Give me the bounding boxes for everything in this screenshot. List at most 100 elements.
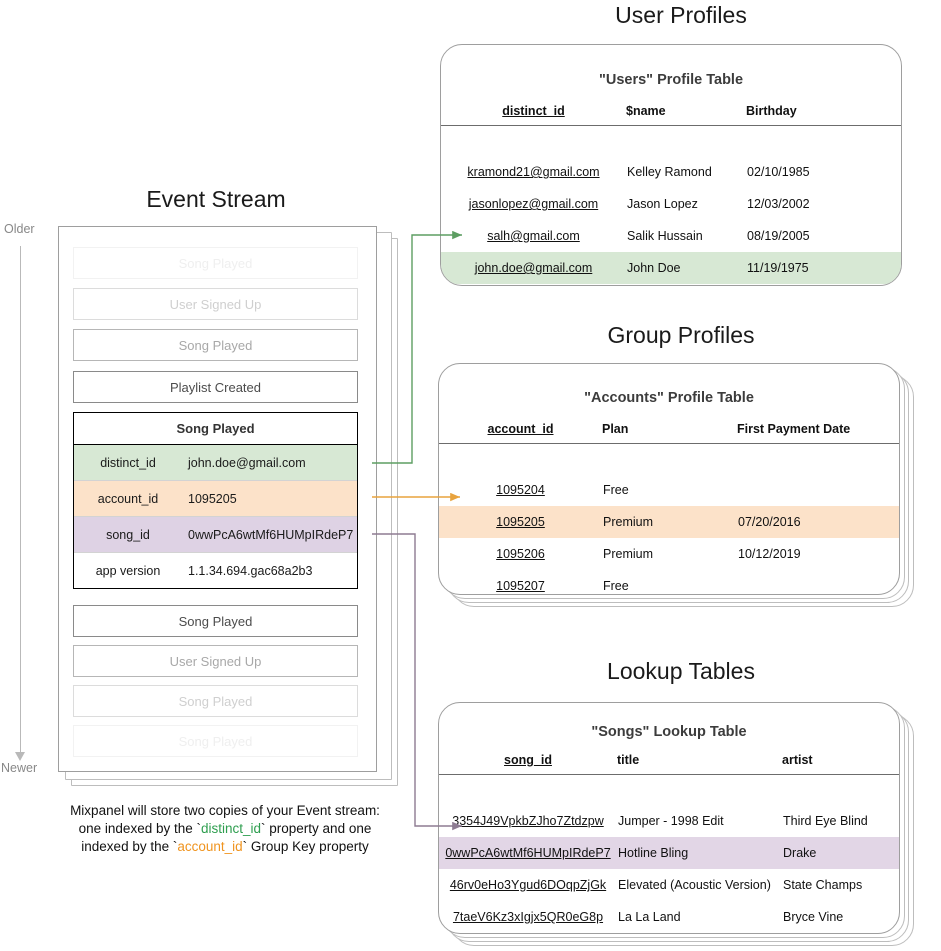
property-value: 1.1.34.694.gac68a2b3 — [188, 563, 313, 578]
caption-account-id-key: account_id — [177, 839, 243, 854]
event-stream-heading: Event Stream — [146, 186, 286, 212]
event-property-distinct-id: distinct_id john.doe@gmail.com — [74, 445, 357, 481]
event-item[interactable]: Song Played — [73, 247, 358, 279]
cell-title: Jumper - 1998 Edit — [618, 814, 724, 828]
cell-account-id: 1095206 — [496, 547, 545, 561]
event-item[interactable]: User Signed Up — [73, 645, 358, 677]
cell-distinct-id: salh@gmail.com — [487, 229, 580, 243]
table-row[interactable]: 1095207 Free — [439, 570, 899, 594]
property-value: 1095205 — [188, 491, 237, 506]
user-profiles-card: "Users" Profile Table distinct_id $name … — [440, 44, 902, 286]
cell-first-payment-date — [737, 570, 899, 594]
event-item[interactable]: Song Played — [73, 605, 358, 637]
songs-table: song_id title artist 3354J49VpkbZJho7Ztd… — [439, 753, 899, 933]
cell-artist: Drake — [782, 837, 899, 869]
property-key: app version — [95, 563, 161, 578]
cell-account-id: 1095207 — [496, 579, 545, 593]
table-row[interactable]: jasonlopez@gmail.com Jason Lopez 12/03/2… — [441, 188, 901, 220]
timeline-older-label: Older — [4, 222, 35, 236]
column-header-distinct-id: distinct_id — [502, 104, 565, 118]
table-row[interactable]: 1095204 Free — [439, 474, 899, 506]
event-expanded-title: Song Played — [74, 413, 357, 445]
column-header-artist: artist — [782, 753, 813, 767]
event-property-song-id: song_id 0wwPcA6wtMf6HUMpIRdeP7 — [74, 517, 357, 553]
table-row[interactable]: 1095206 Premium 10/12/2019 — [439, 538, 899, 570]
event-item[interactable]: Playlist Created — [73, 371, 358, 403]
event-label: Song Played — [178, 256, 253, 271]
table-header-row: account_id Plan First Payment Date — [439, 422, 899, 444]
caption-text: ` property and one — [261, 821, 372, 836]
header-rule — [439, 443, 899, 474]
event-item-expanded[interactable]: Song Played distinct_id john.doe@gmail.c… — [73, 412, 358, 589]
timeline-arrowhead-icon — [15, 752, 25, 761]
cell-account-id: 1095204 — [496, 483, 545, 497]
timeline-newer-label: Newer — [1, 761, 38, 775]
property-value: john.doe@gmail.com — [188, 455, 306, 470]
cell-birthday: 08/19/2005 — [747, 229, 810, 243]
stream-caption: Mixpanel will store two copies of your E… — [0, 802, 450, 856]
cell-first-payment-date: 10/12/2019 — [738, 547, 801, 561]
table-row[interactable]: 46rv0eHo3Ygud6DOqpZjGk Elevated (Acousti… — [439, 869, 899, 901]
cell-song-id: 3354J49VpkbZJho7Ztdzpw — [452, 814, 604, 828]
property-key: distinct_id — [100, 455, 156, 470]
column-header-song-id: song_id — [504, 753, 552, 767]
table-row-highlighted[interactable]: 0wwPcA6wtMf6HUMpIRdeP7 Hotline Bling Dra… — [439, 837, 899, 869]
table-header-row: song_id title artist — [439, 753, 899, 775]
cell-birthday: 12/03/2002 — [747, 197, 810, 211]
cell-song-id: 0wwPcA6wtMf6HUMpIRdeP7 — [439, 837, 617, 869]
caption-text: one indexed by the ` — [78, 821, 201, 836]
event-item[interactable]: User Signed Up — [73, 288, 358, 320]
table-row[interactable]: 7taeV6Kz3xIgjx5QR0eG8p La La Land Bryce … — [439, 901, 899, 933]
cell-title: La La Land — [618, 910, 681, 924]
table-row-highlighted[interactable]: john.doe@gmail.com John Doe 11/19/1975 — [441, 252, 901, 284]
event-stream-panel: Song Played User Signed Up Song Played P… — [58, 226, 398, 786]
caption-distinct-id-key: distinct_id — [200, 821, 262, 836]
caption-line-2: one indexed by the `distinct_id` propert… — [0, 820, 450, 838]
cell-distinct-id: jasonlopez@gmail.com — [468, 197, 599, 211]
header-rule — [441, 125, 901, 156]
header-rule — [439, 774, 899, 805]
caption-text: ` Group Key property — [242, 839, 369, 854]
column-header-title: title — [617, 753, 640, 767]
event-item[interactable]: Song Played — [73, 329, 358, 361]
table-row[interactable]: 3354J49VpkbZJho7Ztdzpw Jumper - 1998 Edi… — [439, 805, 899, 837]
cell-plan: Premium — [603, 547, 654, 561]
cell-distinct-id: john.doe@gmail.com — [441, 252, 626, 284]
cell-artist: Bryce Vine — [783, 910, 844, 924]
event-label: Playlist Created — [169, 380, 262, 395]
event-item[interactable]: Song Played — [73, 725, 358, 757]
cell-plan: Free — [603, 483, 629, 497]
users-table-title: "Users" Profile Table — [598, 72, 744, 88]
cell-plan: Premium — [602, 506, 737, 538]
cell-first-payment-date — [737, 474, 899, 506]
cell-artist: State Champs — [783, 878, 863, 892]
cell-song-id: 7taeV6Kz3xIgjx5QR0eG8p — [452, 910, 604, 924]
event-property-app-version: app version 1.1.34.694.gac68a2b3 — [74, 553, 357, 588]
user-profiles-heading: User Profiles — [615, 2, 747, 28]
event-label: Song Played — [178, 734, 253, 749]
event-label: Song Played — [178, 338, 253, 353]
cell-birthday: 02/10/1985 — [747, 165, 810, 179]
cell-first-payment-date: 07/20/2016 — [737, 506, 899, 538]
table-row-highlighted[interactable]: 1095205 Premium 07/20/2016 — [439, 506, 899, 538]
caption-line-1: Mixpanel will store two copies of your E… — [70, 803, 380, 818]
caption-line-3: indexed by the `account_id` Group Key pr… — [0, 838, 450, 856]
cell-account-id: 1095205 — [439, 506, 602, 538]
event-label: User Signed Up — [169, 654, 262, 669]
column-header-account-id: account_id — [487, 422, 554, 436]
event-label: User Signed Up — [169, 297, 262, 312]
table-row[interactable]: salh@gmail.com Salik Hussain 08/19/2005 — [441, 220, 901, 252]
column-header-name: $name — [626, 104, 666, 118]
cell-name: Salik Hussain — [627, 229, 703, 243]
cell-plan: Free — [603, 579, 629, 593]
group-profiles-heading: Group Profiles — [607, 322, 755, 348]
caption-text: indexed by the ` — [81, 839, 178, 854]
accounts-table-title: "Accounts" Profile Table — [584, 390, 754, 406]
table-row[interactable]: kramond21@gmail.com Kelley Ramond 02/10/… — [441, 156, 901, 188]
cell-birthday: 11/19/1975 — [746, 252, 901, 284]
event-item[interactable]: Song Played — [73, 685, 358, 717]
cell-name: Kelley Ramond — [627, 165, 712, 179]
cell-title: Hotline Bling — [617, 837, 782, 869]
users-table: distinct_id $name Birthday kramond21@gma… — [441, 104, 901, 284]
cell-title: Elevated (Acoustic Version) — [618, 878, 771, 892]
